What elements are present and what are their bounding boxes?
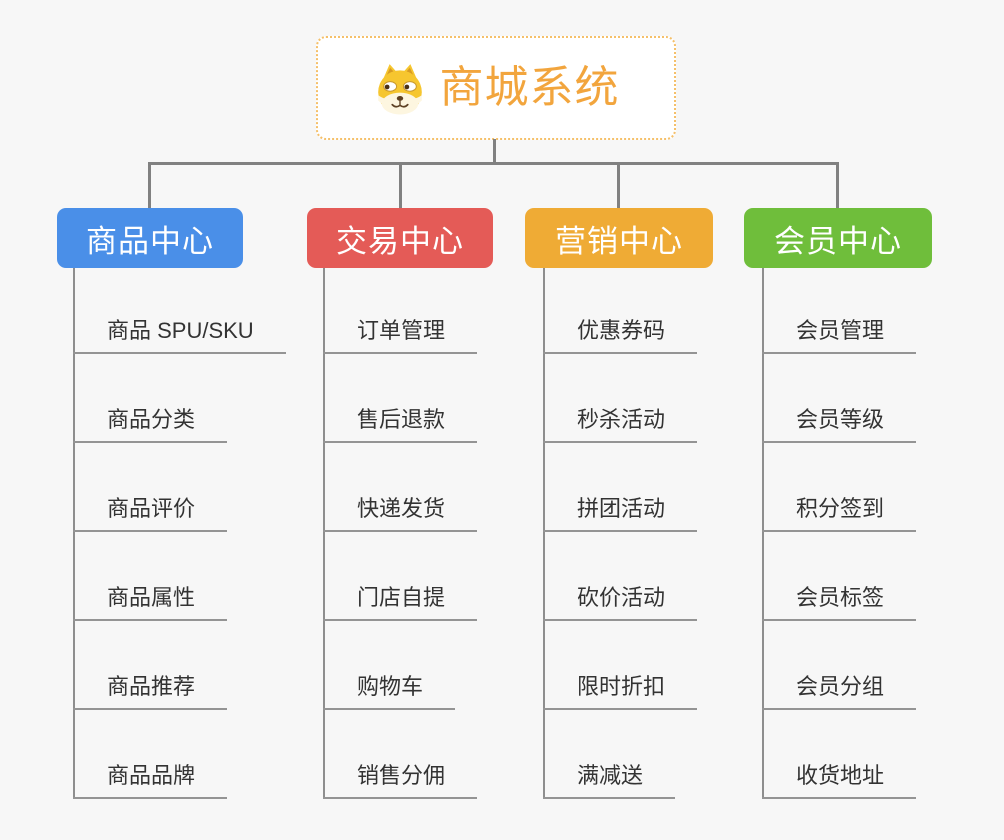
leaf-node[interactable]: 秒杀活动 [543, 405, 698, 443]
leaf-node[interactable]: 商品属性 [73, 583, 228, 621]
leaf-node[interactable]: 订单管理 [323, 316, 478, 354]
leaf-node[interactable]: 收货地址 [762, 761, 917, 799]
leaf-node[interactable]: 商品推荐 [73, 672, 228, 710]
root-node[interactable]: 商城系统 [316, 36, 676, 140]
connector-drop-line [836, 162, 839, 209]
dog-face-icon [377, 64, 422, 115]
branch-trunk-line [762, 268, 764, 799]
branch-node-product-center[interactable]: 商品中心 [57, 208, 243, 268]
leaf-node[interactable]: 拼团活动 [543, 494, 698, 532]
connector-drop-line [617, 162, 620, 209]
leaf-node[interactable]: 会员标签 [762, 583, 917, 621]
leaf-node[interactable]: 优惠券码 [543, 316, 698, 354]
leaf-node[interactable]: 快递发货 [323, 494, 478, 532]
leaf-node[interactable]: 会员等级 [762, 405, 917, 443]
leaf-node[interactable]: 销售分佣 [323, 761, 478, 799]
branch-items-member-center: 会员管理 会员等级 积分签到 会员标签 会员分组 收货地址 [762, 268, 1004, 808]
branch-node-marketing-center[interactable]: 营销中心 [525, 208, 713, 268]
branch-node-trade-center[interactable]: 交易中心 [307, 208, 493, 268]
leaf-node[interactable]: 商品 SPU/SKU [73, 316, 286, 354]
leaf-node[interactable]: 会员分组 [762, 672, 917, 710]
leaf-node[interactable]: 商品品牌 [73, 761, 228, 799]
leaf-node[interactable]: 满减送 [543, 761, 676, 799]
leaf-node[interactable]: 购物车 [323, 672, 456, 710]
connector-root-drop-line [493, 139, 496, 164]
connector-drop-line [148, 162, 151, 209]
leaf-node[interactable]: 门店自提 [323, 583, 478, 621]
branch-items-marketing-center: 优惠券码 秒杀活动 拼团活动 砍价活动 限时折扣 满减送 [543, 268, 788, 808]
branch-trunk-line [323, 268, 325, 799]
leaf-node[interactable]: 售后退款 [323, 405, 478, 443]
leaf-node[interactable]: 会员管理 [762, 316, 917, 354]
root-label: 商城系统 [439, 63, 620, 112]
branch-node-member-center[interactable]: 会员中心 [744, 208, 932, 268]
leaf-node[interactable]: 砍价活动 [543, 583, 698, 621]
leaf-node[interactable]: 商品评价 [73, 494, 228, 532]
branch-trunk-line [543, 268, 545, 799]
branch-trunk-line [73, 268, 75, 799]
leaf-node[interactable]: 积分签到 [762, 494, 917, 532]
branch-items-trade-center: 订单管理 售后退款 快递发货 门店自提 购物车 销售分佣 [323, 268, 568, 808]
leaf-node[interactable]: 商品分类 [73, 405, 228, 443]
connector-bus-line [149, 162, 839, 165]
connector-drop-line [399, 162, 402, 209]
branch-items-product-center: 商品 SPU/SKU 商品分类 商品评价 商品属性 商品推荐 商品品牌 [73, 268, 318, 808]
leaf-node[interactable]: 限时折扣 [543, 672, 698, 710]
